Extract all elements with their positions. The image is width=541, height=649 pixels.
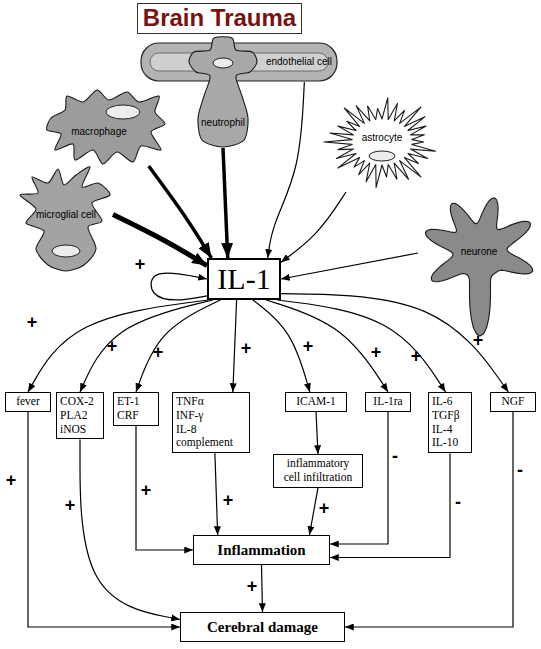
mediator-box: ET-1 CRF xyxy=(113,392,159,426)
edge-sign: + xyxy=(153,343,164,361)
edge-sign: - xyxy=(455,493,461,511)
connector-arrow xyxy=(215,453,218,535)
edge-sign: + xyxy=(319,499,330,517)
node-label: Inflammation xyxy=(198,541,325,559)
cell-body xyxy=(47,90,165,164)
edge-sign: + xyxy=(223,491,234,509)
edge-sign: + xyxy=(107,337,118,355)
edge-sign: + xyxy=(27,313,38,331)
cell-nucleus xyxy=(369,151,395,161)
cell-label: endothelial cell xyxy=(260,42,338,82)
node-label: NGF xyxy=(494,395,532,409)
edge-sign: + xyxy=(241,339,252,357)
cell-outline xyxy=(418,190,540,340)
connector-arrow xyxy=(281,253,418,279)
cell-label: astrocyte xyxy=(342,130,422,146)
cell-label: macrophage xyxy=(57,124,141,140)
node-label: IL-1 xyxy=(217,264,270,294)
cell-body xyxy=(20,167,110,271)
title-banner: Brain Trauma xyxy=(137,3,302,34)
mediator-box: IL-6 TGFβ IL-4 IL-10 xyxy=(428,392,472,453)
connector-arrow xyxy=(233,300,237,392)
edge-sign: - xyxy=(517,461,523,479)
cell-body xyxy=(425,198,532,336)
connector-arrow xyxy=(80,439,180,619)
neutrophil-illustration: neutrophil xyxy=(188,36,258,148)
outcome-box: Inflammation xyxy=(193,535,330,565)
connector-arrow xyxy=(309,488,318,535)
edge-sign: + xyxy=(247,577,258,595)
thick-arrow xyxy=(223,148,228,258)
cytokine-box: IL-1 xyxy=(207,258,281,300)
connector-arrow xyxy=(266,300,388,392)
edge-sign: + xyxy=(141,481,152,499)
neurone-illustration: neurone xyxy=(418,190,540,340)
edge-sign: + xyxy=(411,347,422,365)
cell-body xyxy=(324,98,436,188)
connector-arrow xyxy=(80,300,213,392)
outcome-box: Cerebral damage xyxy=(180,612,345,642)
node-label: IL-6 TGFβ IL-4 IL-10 xyxy=(432,395,468,450)
edge-sign: + xyxy=(6,471,17,489)
edge-sign: - xyxy=(392,447,398,465)
microglial-cell-illustration: microglial cell xyxy=(18,165,113,275)
connector-arrow xyxy=(151,273,207,300)
node-label: ICAM-1 xyxy=(289,395,343,409)
cell-body xyxy=(189,37,257,147)
connector-arrow xyxy=(281,192,346,262)
mediator-box: ICAM-1 xyxy=(285,392,347,412)
connector-arrow xyxy=(28,300,208,392)
thick-arrow xyxy=(113,215,207,266)
cell-label: neutrophil xyxy=(188,114,258,132)
node-label: inflammatory cell infiltration xyxy=(277,457,359,485)
edge-sign: + xyxy=(135,255,146,273)
mediator-box: IL-1ra xyxy=(365,392,411,412)
effect-box: fever xyxy=(5,392,51,412)
mediator-box: COX-2 PLA2 iNOS xyxy=(56,392,104,439)
connector-arrow xyxy=(316,412,318,454)
connector-arrow xyxy=(136,300,220,392)
connector-arrow xyxy=(253,300,310,392)
node-label: fever xyxy=(9,395,47,409)
cell-nucleus xyxy=(106,105,140,119)
astrocyte-illustration: astrocyte xyxy=(322,92,442,192)
node-label: Cerebral damage xyxy=(185,618,340,636)
cell-nucleus xyxy=(213,58,233,68)
node-label: IL-1ra xyxy=(369,395,407,409)
cell-label: neurone xyxy=(446,244,512,260)
mediator-box: NGF xyxy=(490,392,536,412)
connector-arrow xyxy=(28,412,180,627)
edge-sign: + xyxy=(371,343,382,361)
edge-sign: + xyxy=(65,496,76,514)
cell-outline xyxy=(188,36,258,148)
connector-arrow xyxy=(268,82,305,258)
macrophage-illustration: macrophage xyxy=(45,88,167,166)
node-label: ET-1 CRF xyxy=(117,395,155,423)
connector-arrow xyxy=(262,565,263,612)
mediator-box: TNFα INF-γ IL-8 complement xyxy=(172,392,250,453)
process-box: inflammatory cell infiltration xyxy=(273,454,363,488)
cell-nucleus xyxy=(52,245,80,257)
cell-label: microglial cell xyxy=(36,199,96,231)
node-label: TNFα INF-γ IL-8 complement xyxy=(176,395,246,450)
thick-arrow xyxy=(149,166,212,258)
connector-arrow xyxy=(277,300,445,392)
edge-sign: + xyxy=(303,337,314,355)
node-label: COX-2 PLA2 iNOS xyxy=(60,395,100,436)
